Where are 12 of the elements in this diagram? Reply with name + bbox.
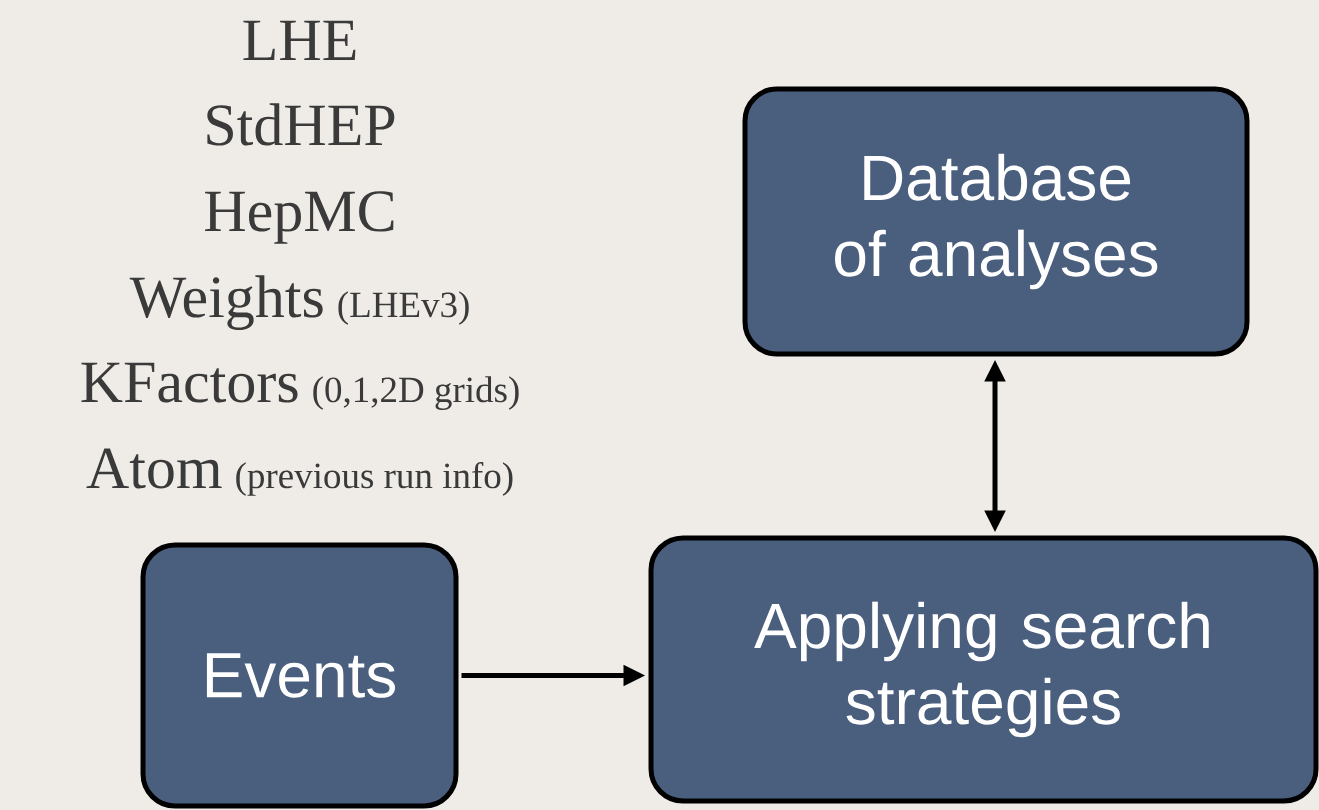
format-label: Weights: [129, 275, 323, 330]
format-label: Atom: [86, 448, 222, 489]
rounded-box: Applying search strategies: [648, 535, 1319, 804]
format-note: (LHEv3): [338, 291, 469, 325]
rounded-box: Events: [140, 542, 459, 809]
format-label: KFactors: [81, 362, 298, 403]
format-label: LHE: [243, 20, 356, 60]
rounded-box: Database of analyses: [742, 86, 1250, 357]
format-note: (previous run info): [236, 461, 513, 496]
format-label: StdHEP: [207, 103, 395, 146]
format-label: HepMC: [205, 191, 394, 244]
format-note: (0,1,2D grids): [313, 376, 519, 410]
